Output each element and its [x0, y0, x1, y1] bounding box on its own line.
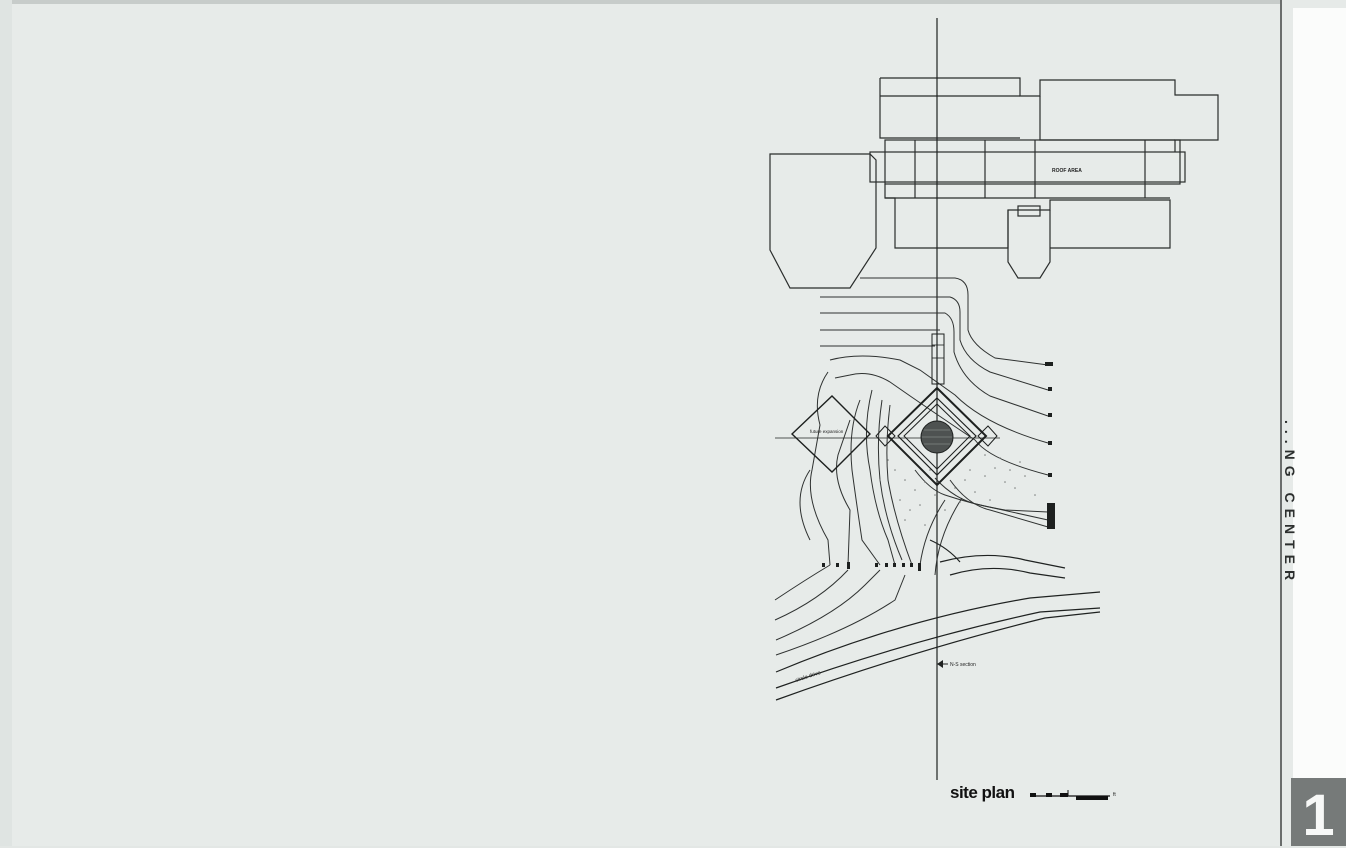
future-expansion-outline — [790, 395, 871, 473]
sheet-number-box: 1 — [1291, 778, 1346, 846]
contour-markers — [822, 362, 1055, 571]
scale-bar — [1030, 790, 1110, 800]
existing-building — [769, 77, 1219, 289]
title-block-panel — [1293, 8, 1346, 780]
sheet-top-edge — [0, 0, 1346, 4]
section-label: N-S section — [950, 662, 976, 668]
scale-units: ft — [1113, 792, 1116, 798]
drawing-title: site plan — [950, 783, 1015, 802]
section-arrowhead — [937, 660, 943, 668]
roof-area-label: ROOF AREA — [1052, 168, 1082, 174]
circle-drive — [775, 539, 1101, 701]
plaza-stipple — [879, 454, 1036, 526]
contour-lines — [774, 277, 1049, 656]
central-structure — [875, 333, 998, 487]
title-block-text: ...NG CENTER — [1280, 420, 1300, 780]
circle-drive-label: circle drive — [795, 670, 822, 684]
central-feature-hatch — [922, 429, 952, 445]
future-expansion-label: future expansion — [810, 429, 844, 434]
sheet-left-edge — [0, 0, 12, 846]
project-name: ...NG CENTER — [1282, 420, 1298, 587]
sheet-number: 1 — [1302, 783, 1335, 848]
